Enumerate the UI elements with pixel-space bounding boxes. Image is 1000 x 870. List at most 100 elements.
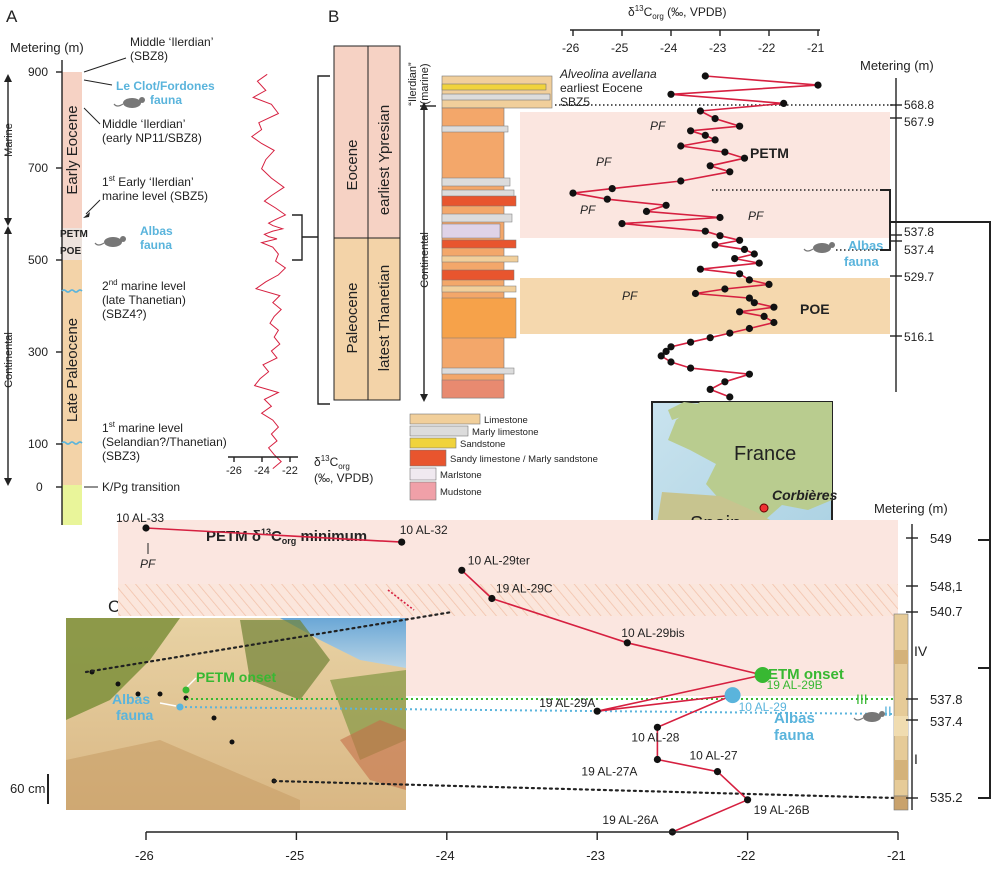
panel-b-data-point <box>780 99 788 107</box>
pf-label: PF <box>596 155 612 169</box>
lower-correlation-line <box>272 779 898 800</box>
panel-c-section-column <box>893 613 909 811</box>
panel-c-sample-label: 10 AL-32 <box>400 523 448 537</box>
panel-b-data-point <box>726 168 734 176</box>
panel-b-data-point <box>701 131 709 139</box>
tick-b-567-9: 567.9 <box>904 115 934 129</box>
tick-c-540-7: 540.7 <box>930 604 963 619</box>
tick-a-500: 500 <box>28 253 48 267</box>
panel-b-data-point <box>662 347 670 355</box>
panel-b-data-point <box>716 213 724 222</box>
tick-a-x-22: -22 <box>282 465 298 477</box>
tick-b-x-21: -21 <box>807 41 825 55</box>
albas-a-line2: fauna <box>140 238 172 252</box>
panel-c-data-point <box>744 796 752 804</box>
panel-b-bracket <box>317 75 330 405</box>
panel-b-data-point <box>745 324 754 333</box>
panel-c-data-point <box>653 723 662 731</box>
panel-b-data-point <box>701 72 709 80</box>
photo-albas-line2: fauna <box>116 707 154 723</box>
earliest-eocene-label: earliest Eocene <box>560 81 643 95</box>
panel-a-series-line <box>250 73 287 469</box>
ypresian-box <box>367 45 401 239</box>
early-eocene-label: Early Eocene <box>64 105 81 194</box>
second-marine-wave <box>61 289 83 293</box>
photo-albas-line1: Albas <box>112 691 150 707</box>
panel-b-data-point <box>745 276 754 284</box>
first-marine-wave <box>61 441 83 445</box>
albas-a-line1: Albas <box>140 224 173 238</box>
eocene-label: Eocene <box>344 140 361 191</box>
outcrop-photo <box>66 618 406 810</box>
panel-c-sample-label: 10 AL-29ter <box>468 553 530 567</box>
upper-correlation-line <box>84 610 454 674</box>
eocene-box <box>333 45 369 239</box>
panel-c-sample-label: 10 AL-29 <box>739 700 787 714</box>
legend-sandstone: Sandstone <box>460 439 505 450</box>
unit-i: I <box>914 751 918 767</box>
panel-b-data-point <box>677 142 685 150</box>
marine-arrow <box>4 74 12 226</box>
petm-onset-band <box>400 616 898 696</box>
panel-b-data-point <box>726 329 734 337</box>
legend-sandy-limestone: Sandy limestone / Marly sandstone <box>450 454 598 465</box>
thanetian-box <box>367 237 401 401</box>
france-landmass <box>668 402 832 520</box>
leclot-line1: Le Clot/Fordones <box>116 79 215 93</box>
np11-line1: Middle ‘Ilerdian’ <box>102 117 185 131</box>
panel-c-right-bracket <box>978 539 991 799</box>
leclot-pointer <box>83 79 113 86</box>
panel-c-data-point <box>724 687 741 704</box>
mouse-icon <box>803 242 835 253</box>
panel-b-data-point <box>667 343 675 351</box>
latest-thanetian-label: latest Thanetian <box>376 265 393 371</box>
panel-a-isotope-curve <box>250 73 287 469</box>
petm-minimum-hatch <box>118 584 898 616</box>
map-france: France <box>734 443 796 465</box>
sbz8-line2: (SBZ8) <box>130 49 168 63</box>
photo-petm-onset: PETM onset <box>196 669 276 685</box>
panel-b-data-point <box>736 270 744 278</box>
panel-b-data-point <box>726 393 734 401</box>
panel-c-pf: PF <box>140 557 156 571</box>
panel-label-a: A <box>6 7 18 26</box>
panel-b-data-point <box>691 289 700 298</box>
legend-mudstone: Mudstone <box>440 487 482 498</box>
panel-c-sample-label: 10 AL-29bis <box>621 626 684 640</box>
mouse-icon <box>113 97 145 108</box>
ilerdian-label: “Ilerdian” <box>407 62 419 106</box>
panel-b-data-point <box>642 207 651 215</box>
panel-c-sample-label: 19 AL-27A <box>581 765 637 779</box>
panel-a-curve-units: (‰, VPDB) <box>314 471 373 485</box>
panel-b-petm-label: PETM <box>750 145 789 161</box>
kpg-label: K/Pg transition <box>102 480 180 494</box>
panel-c-sample-label: 19 AL-29C <box>496 582 553 596</box>
panel-b-data-point <box>755 259 763 267</box>
panel-c-series-line <box>145 527 402 543</box>
panel-c-bottom-ticks: -26-25-24-23-22-21 <box>135 832 906 863</box>
pf-label: PF <box>748 209 764 223</box>
late-paleocene-column <box>62 260 82 485</box>
first-early-pointer <box>85 199 101 215</box>
second-marine-line3: (SBZ4?) <box>102 307 147 321</box>
continental-label: Continental <box>3 332 15 388</box>
scale-label: 60 cm <box>10 781 45 796</box>
panel-b-data-point <box>770 318 778 327</box>
panel-c: C PETM δ13Corg minimum PF PETM onset Alb… <box>10 501 991 863</box>
panel-b-metering-label: Metering (m) <box>860 58 934 73</box>
continental-b-label: Continental <box>419 232 431 288</box>
panel-b-data-point <box>706 385 714 393</box>
panel-b-right-ticks: 568.8 567.9 537.8 537.4 529.7 516.1 <box>890 98 934 344</box>
tick-b-568-8: 568.8 <box>904 98 934 112</box>
continental-b-arrow <box>420 102 428 402</box>
tick-c-549: 549 <box>930 531 952 546</box>
panel-label-b: B <box>328 7 339 26</box>
sbz8-line1: Middle ‘Ilerdian’ <box>130 35 213 49</box>
legend-swatch-marlstone <box>409 467 437 481</box>
panel-c-data-point <box>593 707 601 715</box>
panel-b-isotope-curve <box>569 72 822 401</box>
legend-marlstone: Marlstone <box>440 470 482 481</box>
panel-b-data-point <box>657 352 665 360</box>
panel-a-metering-label: Metering (m) <box>10 40 84 55</box>
